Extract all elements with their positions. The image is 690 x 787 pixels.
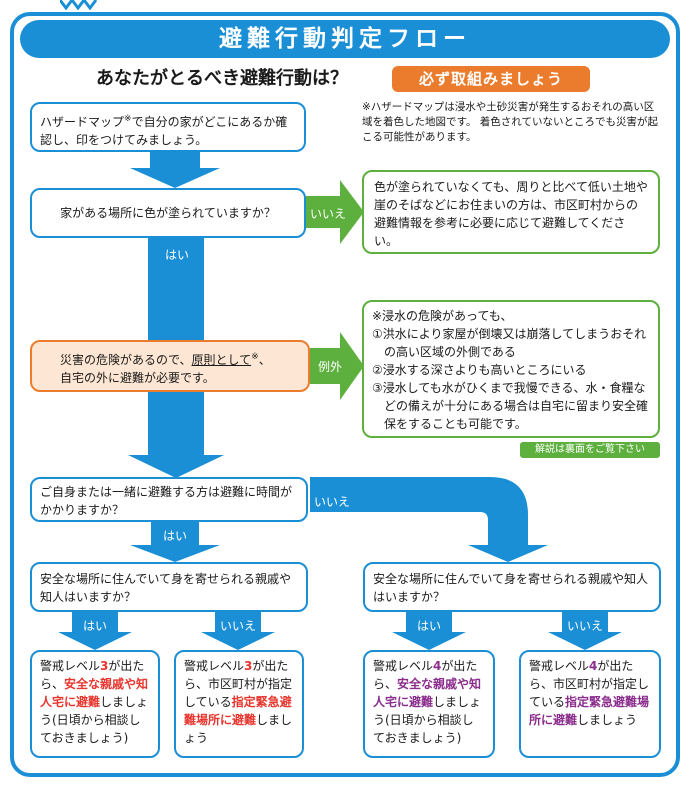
label-iie-3: いいえ bbox=[219, 619, 256, 633]
result-box-1: 警戒レベル3が出たら、安全な親戚や知人宅に避難しましょう(日頃から相談しておきま… bbox=[30, 650, 160, 758]
result-1-mid: が出たら、 bbox=[40, 659, 145, 691]
arrow-down-1 bbox=[130, 150, 220, 188]
main-question: あなたがとるべき避難行動は？ bbox=[96, 68, 348, 89]
not-colored-box: 色が塗られていなくても、周りと比べて低い土地や崖のそばなどにお住まいの方は、市区… bbox=[362, 170, 660, 254]
result-4-mid: が出たら、市区町村が指定している bbox=[529, 659, 650, 709]
result-3-post: しましょう(日頃から相談しておきましょう) bbox=[373, 695, 482, 745]
arrow-hai-4 bbox=[392, 612, 466, 650]
exception-intro: ※浸水の危険があっても、 bbox=[372, 309, 513, 323]
exception-box: ※浸水の危険があっても、 ①洪水により家屋が倒壊又は崩落してしまうおそれの高い区… bbox=[362, 300, 660, 438]
result-3-level: 4 bbox=[433, 659, 442, 673]
arrow-down-hai-2 bbox=[130, 520, 220, 562]
result-4-level: 4 bbox=[589, 659, 598, 673]
result-2-mid: が出たら、市区町村が指定している bbox=[184, 659, 293, 709]
result-box-4: 警戒レベル4が出たら、市区町村が指定している指定緊急避難場所に避難しましょう bbox=[519, 650, 661, 758]
arrow-exception bbox=[310, 332, 364, 400]
result-1-level: 3 bbox=[100, 659, 109, 673]
must-badge: 必ず取組みましょう bbox=[392, 66, 590, 92]
exception-item-3: ③浸水しても水がひくまで我慢できる、水・食糧などの備えが十分にある場合は自宅に留… bbox=[372, 381, 649, 431]
label-iie-4: いいえ bbox=[566, 619, 603, 633]
relatives-question-right-text: 安全な場所に住んでいて身を寄せられる親戚や知人はいますか？ bbox=[373, 572, 649, 604]
result-2-highlight: 指定緊急避難場所に避難 bbox=[184, 695, 292, 727]
result-box-3: 警戒レベル4が出たら、安全な親戚や知人宅に避難しましょう(日頃から相談しておきま… bbox=[363, 650, 495, 758]
hazard-map-text: ハザードマップ bbox=[40, 115, 125, 129]
exception-item-1: ①洪水により家屋が倒壊又は崩落してしまうおそれの高い区域の外側である bbox=[372, 327, 647, 359]
label-hai-3: はい bbox=[82, 619, 107, 633]
result-3-highlight: 安全な親戚や知人宅に避難 bbox=[373, 677, 482, 709]
time-question-text: ご自身または一緒に避難する方は避難に時間がかかりますか？ bbox=[40, 485, 293, 517]
result-4-pre: 警戒レベル bbox=[529, 659, 590, 673]
arrow-iie-1 bbox=[306, 180, 364, 244]
result-4-highlight: 指定緊急避難場所に避難 bbox=[529, 695, 650, 727]
label-iie-1: いいえ bbox=[309, 207, 346, 221]
result-box-2: 警戒レベル3が出たら、市区町村が指定している指定緊急避難場所に避難しましょう bbox=[174, 650, 304, 758]
hazard-asterisk: ※ bbox=[124, 114, 132, 124]
color-question-box: 家がある場所に色が塗られていますか？ bbox=[30, 188, 306, 238]
label-hai-4: はい bbox=[416, 619, 441, 633]
exception-item-2: ②浸水する深さよりも高いところにいる bbox=[372, 363, 587, 377]
label-iie-2: いいえ bbox=[313, 495, 350, 509]
arrow-hai-3 bbox=[58, 612, 132, 650]
result-2-post: しましょう bbox=[184, 713, 293, 745]
result-1-pre: 警戒レベル bbox=[40, 659, 101, 673]
label-hai-1: はい bbox=[164, 248, 189, 262]
hazard-text-rest: で自分の家がどこにあるか確認し、印をつけてみましょう。 bbox=[40, 115, 288, 147]
hazard-note: ※ハザードマップは浸水や土砂災害が発生するおそれの高い区域を着色した地図です。 … bbox=[362, 101, 658, 143]
arrow-iie-3 bbox=[201, 612, 275, 650]
guide-badge: 解説は裏面をご覧下さい bbox=[520, 442, 660, 458]
result-1-highlight: 安全な親戚や知人宅に避難 bbox=[40, 677, 149, 709]
relatives-question-left-text: 安全な場所に住んでいて身を寄せられる親戚や知人はいますか？ bbox=[40, 572, 292, 604]
arrow-iie-4 bbox=[548, 612, 622, 650]
danger-text-a: 災害の危険があるので、 bbox=[60, 353, 192, 367]
not-colored-text: 色が塗られていなくても、周りと比べて低い土地や崖のそばなどにお住まいの方は、市区… bbox=[374, 180, 648, 248]
time-question-box: ご自身または一緒に避難する方は避難に時間がかかりますか？ bbox=[30, 477, 308, 522]
result-4-post: しましょう bbox=[577, 713, 638, 727]
hazard-map-box: ハザードマップ※で自分の家がどこにあるか確認し、印をつけてみましょう。 bbox=[30, 102, 306, 152]
wave-decoration bbox=[60, 0, 98, 10]
label-exception: 例外 bbox=[317, 360, 342, 374]
danger-text-b: 自宅の外に避難が必要です。 bbox=[60, 371, 215, 385]
arrow-iie-bend bbox=[310, 477, 548, 562]
result-3-mid: が出たら、 bbox=[373, 659, 478, 691]
danger-box: 災害の危険があるので、原則として※、 自宅の外に避難が必要です。 bbox=[30, 340, 310, 392]
relatives-question-left: 安全な場所に住んでいて身を寄せられる親戚や知人はいますか？ bbox=[30, 562, 308, 612]
danger-asterisk: ※ bbox=[251, 352, 259, 362]
result-1-post: しましょう(日頃から相談しておきましょう) bbox=[40, 695, 149, 745]
result-3-pre: 警戒レベル bbox=[373, 659, 434, 673]
result-2-pre: 警戒レベル bbox=[184, 659, 245, 673]
danger-text-comma: 、 bbox=[258, 353, 271, 367]
relatives-question-right: 安全な場所に住んでいて身を寄せられる親戚や知人はいますか？ bbox=[363, 562, 661, 612]
title-banner: 避難行動判定フロー bbox=[20, 20, 670, 58]
result-2-level: 3 bbox=[244, 659, 253, 673]
label-hai-2: はい bbox=[162, 529, 187, 543]
color-question-text: 家がある場所に色が塗られていますか？ bbox=[60, 206, 276, 220]
danger-text-principle: 原則として bbox=[191, 353, 252, 367]
